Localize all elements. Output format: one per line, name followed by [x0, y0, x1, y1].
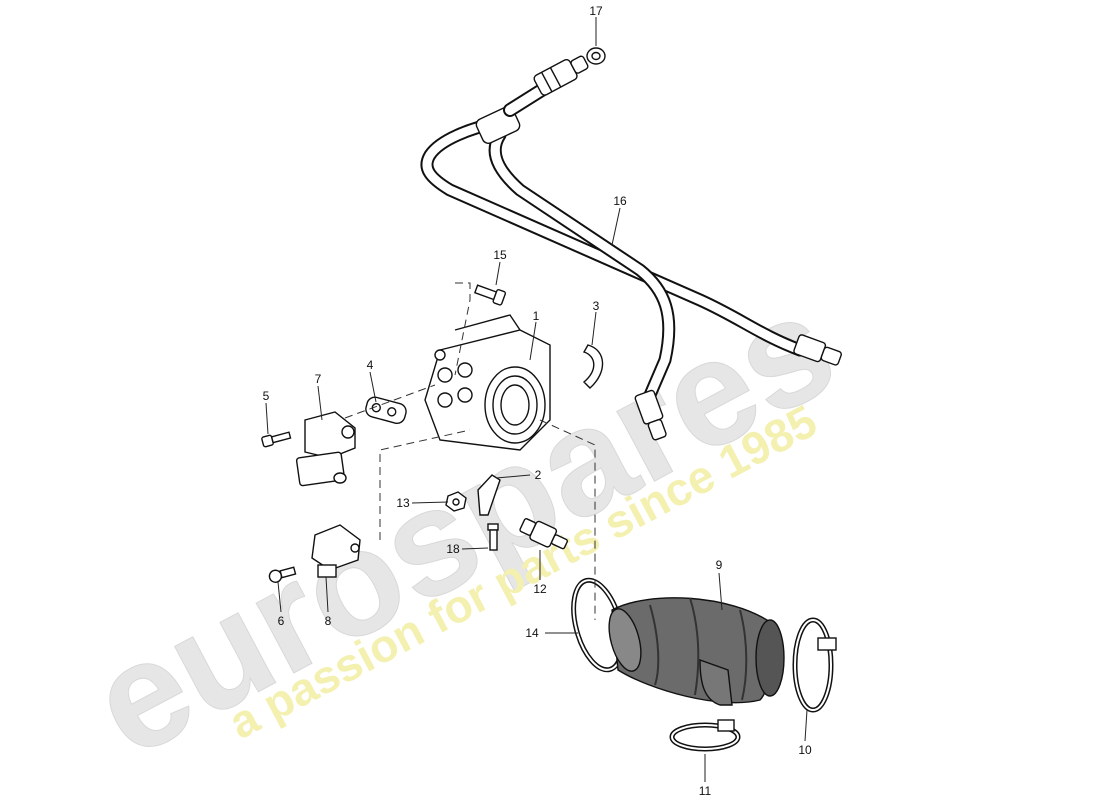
callout-labels: 17 16 15 1 3 4 7 5 2 13 18 12 6 8 14 9 1… [263, 4, 812, 798]
nut [445, 491, 467, 512]
callout-15: 15 [493, 248, 507, 262]
callout-6: 6 [278, 614, 285, 628]
intake-boot [608, 597, 785, 706]
hose-clamp-10 [792, 617, 837, 713]
callout-10: 10 [798, 743, 812, 757]
callout-9: 9 [716, 558, 723, 572]
callout-14: 14 [525, 626, 539, 640]
watermark-brand: eurospares [66, 260, 859, 788]
hose-clamp-11 [669, 719, 741, 752]
gasket [365, 396, 407, 424]
bolt-6 [268, 566, 297, 583]
callout-7: 7 [315, 372, 322, 386]
callout-1: 1 [533, 309, 540, 323]
callout-13: 13 [396, 496, 410, 510]
bracket [477, 474, 501, 516]
callout-8: 8 [325, 614, 332, 628]
watermark: eurospares a passion for parts since 198… [66, 260, 860, 789]
bolt-18 [487, 523, 499, 551]
pressure-sensor [311, 524, 361, 578]
callout-4: 4 [367, 358, 374, 372]
callout-5: 5 [263, 389, 270, 403]
hose-cap [586, 47, 606, 65]
vacuum-hose-assembly [420, 55, 842, 441]
reference-lines [344, 282, 596, 620]
callout-2: 2 [535, 468, 542, 482]
check-valve [519, 518, 569, 550]
callout-11: 11 [699, 784, 712, 798]
callout-17: 17 [589, 4, 603, 18]
leader-lines [265, 17, 808, 782]
callout-3: 3 [593, 299, 600, 313]
hose-clip [582, 344, 604, 389]
callout-18: 18 [446, 542, 460, 556]
bolt-5 [261, 431, 292, 448]
idle-control-valve [295, 411, 356, 487]
callout-16: 16 [613, 194, 627, 208]
throttle-body [424, 314, 551, 451]
bolt-15 [473, 284, 507, 306]
callout-12: 12 [533, 582, 547, 596]
